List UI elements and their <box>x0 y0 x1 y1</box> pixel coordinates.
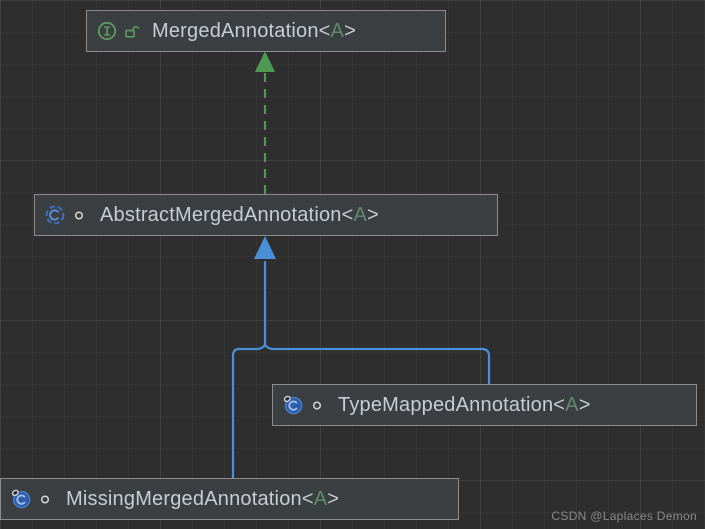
class-name-text: MergedAnnotation <box>152 20 319 42</box>
class-name-text: TypeMappedAnnotation <box>338 394 554 416</box>
class-name-text: AbstractMergedAnnotation <box>100 204 342 226</box>
generic-parameter-name: A <box>353 204 368 226</box>
class-icon <box>10 488 32 510</box>
realization-edge <box>255 51 275 194</box>
node-icons <box>282 394 326 416</box>
unlocked-padlock-icon <box>122 22 140 40</box>
inheritance-arrowhead-icon <box>254 236 276 259</box>
class-node-missing-merged-annotation[interactable]: MissingMergedAnnotation<A> <box>0 478 459 520</box>
realization-arrowhead-icon <box>255 51 275 72</box>
class-node-abstract-merged-annotation[interactable]: AbstractMergedAnnotation<A> <box>34 194 498 236</box>
abstract-class-icon <box>44 204 66 226</box>
inheritance-branch-right <box>263 343 491 386</box>
class-node-label: AbstractMergedAnnotation<A> <box>100 205 379 225</box>
hollow-circle-icon <box>308 396 326 414</box>
generic-parameter-name: A <box>330 20 345 42</box>
class-name-text: MissingMergedAnnotation <box>66 488 302 510</box>
generic-parameter-name: A <box>565 394 579 416</box>
class-icon <box>282 394 304 416</box>
generic-parameter-name: A <box>313 488 328 510</box>
generic-parameter: <A> <box>341 204 379 226</box>
class-node-label: MissingMergedAnnotation<A> <box>66 489 339 509</box>
inheritance-branch-left <box>231 343 267 480</box>
node-icons <box>96 20 140 42</box>
class-node-merged-annotation[interactable]: MergedAnnotation<A> <box>86 10 446 52</box>
watermark-text: CSDN @Laplaces Demon <box>551 509 697 523</box>
class-node-label: TypeMappedAnnotation<A> <box>338 395 591 415</box>
generic-parameter: <A> <box>301 488 340 510</box>
generic-parameter: <A> <box>318 20 356 42</box>
hollow-circle-icon <box>36 490 54 508</box>
node-icons <box>10 488 54 510</box>
node-icons <box>44 204 88 226</box>
interface-icon <box>96 20 118 42</box>
class-node-type-mapped-annotation[interactable]: TypeMappedAnnotation<A> <box>272 384 697 426</box>
generic-parameter: <A> <box>553 394 591 416</box>
inheritance-edge <box>231 236 491 480</box>
class-node-label: MergedAnnotation<A> <box>152 21 356 41</box>
hollow-circle-icon <box>70 206 88 224</box>
